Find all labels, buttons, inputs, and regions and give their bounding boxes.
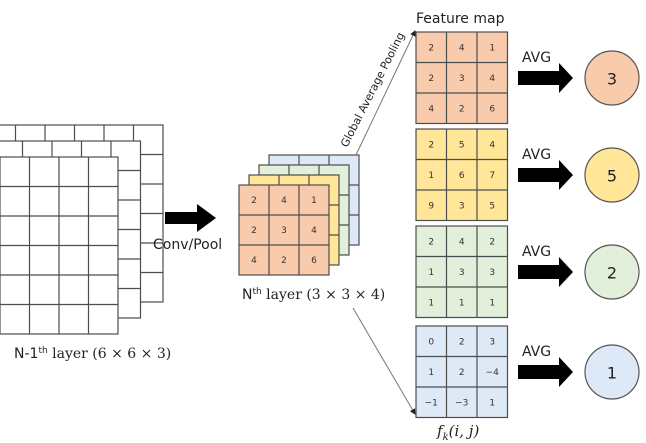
cell-value: 1: [311, 196, 317, 206]
cell-value: 4: [281, 196, 287, 206]
feature-map-4: 0 2 3 1 2 −4 −1 −3 1: [415, 325, 509, 419]
feature-map-2: 2 5 4 1 6 7 9 3 5: [415, 128, 509, 222]
cell-value: 1: [428, 298, 434, 308]
gap-label: Global Average Pooling: [338, 30, 407, 149]
cell-value: 6: [489, 104, 495, 114]
avg-result-value: 3: [607, 70, 617, 89]
gap-line-bottom: [352, 307, 416, 415]
feature-map-3: 2 4 2 1 3 3 1 1 1: [415, 225, 509, 319]
avg-result-value: 5: [607, 167, 617, 186]
cell-value: 1: [428, 368, 434, 378]
avg-arrow: [518, 257, 573, 287]
nth-layer-label: Nth layer (3 × 3 × 4): [242, 287, 385, 303]
cell-value: 3: [459, 74, 465, 84]
cell-value: 0: [428, 337, 434, 347]
cell-value: 4: [251, 256, 257, 266]
nth-channel-1-bg: [238, 184, 330, 276]
cell-value: 2: [428, 237, 434, 247]
avg-result-circle: [584, 147, 640, 203]
input-label-sup: th: [38, 346, 47, 356]
cell-value: 3: [489, 268, 495, 278]
fk-label: fk(i, j): [436, 422, 479, 443]
cell-value: 2: [459, 104, 465, 114]
fk-args: (i, j): [449, 422, 480, 440]
avg-label: AVG: [522, 344, 551, 360]
cell-value: −1: [425, 398, 438, 408]
cell-value: 2: [281, 256, 287, 266]
feature-map-title: Feature map: [416, 11, 505, 27]
cell-value: 3: [489, 337, 495, 347]
feature-map-2-bg: [415, 128, 509, 222]
cell-value: 2: [428, 43, 434, 53]
avg-result-value: 1: [607, 364, 617, 383]
feature-map-row-3: 2 4 2 1 3 3 1 1 1 AVG 2: [415, 225, 640, 319]
nth-layer-stack: 2 4 1 2 3 4 4 2 6: [238, 154, 360, 276]
nth-label-prefix: N: [242, 287, 252, 303]
cell-value: 6: [459, 171, 465, 181]
feature-map-3-bg: [415, 225, 509, 319]
fk-f: f: [436, 422, 445, 440]
cell-value: 9: [428, 201, 434, 211]
cell-value: 1: [428, 171, 434, 181]
input-layer-stack: [0, 124, 164, 335]
avg-label: AVG: [522, 244, 551, 260]
cell-value: 1: [459, 298, 465, 308]
cell-value: 4: [311, 226, 317, 236]
cell-value: 4: [459, 43, 465, 53]
avg-arrow: [518, 63, 573, 93]
avg-result-value: 2: [607, 264, 617, 283]
cell-value: 2: [428, 74, 434, 84]
gap-line-top: [355, 30, 416, 156]
avg-result-circle: [584, 50, 640, 106]
cell-value: 1: [489, 43, 495, 53]
cell-value: 4: [459, 237, 465, 247]
avg-label: AVG: [522, 50, 551, 66]
cell-value: 3: [459, 268, 465, 278]
conv-pool-label: Conv/Pool: [153, 237, 222, 253]
cell-value: 4: [489, 140, 495, 150]
cell-value: 4: [489, 74, 495, 84]
avg-result-circle: [584, 244, 640, 300]
nth-label-sup: th: [252, 287, 261, 297]
avg-label: AVG: [522, 147, 551, 163]
cell-value: 7: [489, 171, 495, 181]
cell-value: 2: [251, 196, 257, 206]
cell-value: 2: [428, 140, 434, 150]
cell-value: 2: [489, 237, 495, 247]
cell-value: −3: [455, 398, 468, 408]
feature-map-row-4: 0 2 3 1 2 −4 −1 −3 1 AVG 1: [415, 325, 640, 419]
cell-value: 5: [459, 140, 465, 150]
nth-channel-1: 2 4 1 2 3 4 4 2 6: [238, 184, 330, 276]
cell-value: 2: [459, 337, 465, 347]
nth-label-suffix: layer (3 × 3 × 4): [262, 287, 386, 303]
feature-map-row-1: 2 4 1 2 3 4 4 2 6 AVG 3: [415, 31, 640, 125]
cell-value: 2: [459, 368, 465, 378]
avg-arrow: [518, 160, 573, 190]
cell-value: 1: [489, 298, 495, 308]
avg-result-circle: [584, 344, 640, 400]
conv-pool-arrow: [165, 204, 216, 232]
avg-arrow: [518, 357, 573, 387]
cell-value: 2: [251, 226, 257, 236]
cell-value: 1: [428, 268, 434, 278]
feature-map-1-bg: [415, 31, 509, 125]
feature-map-4-bg: [415, 325, 509, 419]
feature-map-1: 2 4 1 2 3 4 4 2 6: [415, 31, 509, 125]
cell-value: 3: [281, 226, 287, 236]
cell-value: 1: [489, 398, 495, 408]
cell-value: −4: [486, 368, 500, 378]
cell-value: 5: [489, 201, 495, 211]
fk-sub: k: [443, 432, 449, 443]
cell-value: 3: [459, 201, 465, 211]
input-layer-label: N-1th layer (6 × 6 × 3): [14, 346, 171, 362]
input-label-suffix: layer (6 × 6 × 3): [48, 346, 172, 362]
cell-value: 4: [428, 104, 434, 114]
input-label-prefix: N-1: [14, 346, 38, 362]
input-channel-1: [0, 156, 119, 335]
cell-value: 6: [311, 256, 317, 266]
